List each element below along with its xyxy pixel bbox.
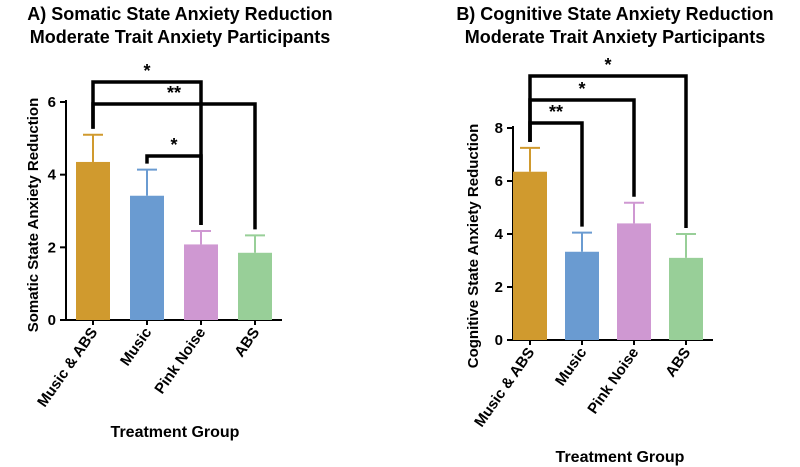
- panel-a-y-axis-label: Somatic State Anxiety Reduction: [25, 98, 42, 333]
- panel-b-y-tick-label: 0: [495, 332, 503, 349]
- panel-a-y-tick-label: 6: [48, 94, 56, 111]
- panel-b-y-tick-label: 6: [495, 173, 503, 190]
- panel-a-bar: [76, 161, 110, 320]
- panel-b-y-tick-label: 8: [495, 120, 503, 137]
- panel-a-category-label: Music & ABS: [34, 325, 101, 411]
- panel-a-category-label: ABS: [231, 325, 263, 361]
- panel-b-category-label: Music: [552, 345, 590, 390]
- panel-a-significance-label: *: [170, 135, 177, 155]
- panel-a-bar: [184, 244, 218, 320]
- panel-a-y-tick-label: 4: [48, 167, 57, 184]
- panel-b-category-label: ABS: [662, 345, 694, 381]
- panel-b-bar: [669, 257, 703, 340]
- panel-b-title: B) Cognitive State Anxiety Reduction: [456, 4, 773, 24]
- panel-b-category-label: Pink Noise: [584, 345, 642, 418]
- panel-b-significance-label: *: [578, 79, 585, 99]
- panel-b-y-tick-label: 4: [495, 226, 504, 243]
- panel-a-bar: [130, 195, 164, 320]
- panel-b-y-tick-label: 2: [495, 279, 503, 296]
- panel-b-subtitle: Moderate Trait Anxiety Participants: [465, 27, 765, 47]
- panel-a-title: A) Somatic State Anxiety Reduction: [27, 4, 332, 24]
- panel-b: B) Cognitive State Anxiety Reduction Mod…: [456, 4, 773, 466]
- panel-a-y-tick-label: 2: [48, 239, 56, 256]
- panel-b-y-axis-label: Cognitive State Anxiety Reduction: [465, 124, 482, 368]
- panel-a-subtitle: Moderate Trait Anxiety Participants: [30, 27, 330, 47]
- panel-a-significance-label: *: [143, 61, 150, 81]
- panel-a-category-label: Pink Noise: [151, 325, 209, 398]
- panel-a-x-axis-label: Treatment Group: [111, 424, 240, 441]
- panel-a-bar: [238, 252, 272, 320]
- panel-b-bar: [513, 171, 547, 340]
- panel-a: A) Somatic State Anxiety Reduction Moder…: [25, 4, 333, 441]
- panel-b-significance-bracket: [528, 74, 688, 228]
- panel-b-significance-label: **: [549, 102, 563, 122]
- panel-a-significance-label: **: [167, 83, 181, 103]
- panel-b-bar: [565, 251, 599, 340]
- panel-a-y-tick-label: 0: [48, 312, 56, 329]
- panel-b-significance-label: *: [604, 55, 611, 75]
- panel-b-x-axis-label: Treatment Group: [556, 449, 685, 466]
- panel-b-bar: [617, 223, 651, 340]
- panel-a-category-label: Music: [117, 325, 155, 370]
- panel-a-significance-bracket: [91, 102, 257, 230]
